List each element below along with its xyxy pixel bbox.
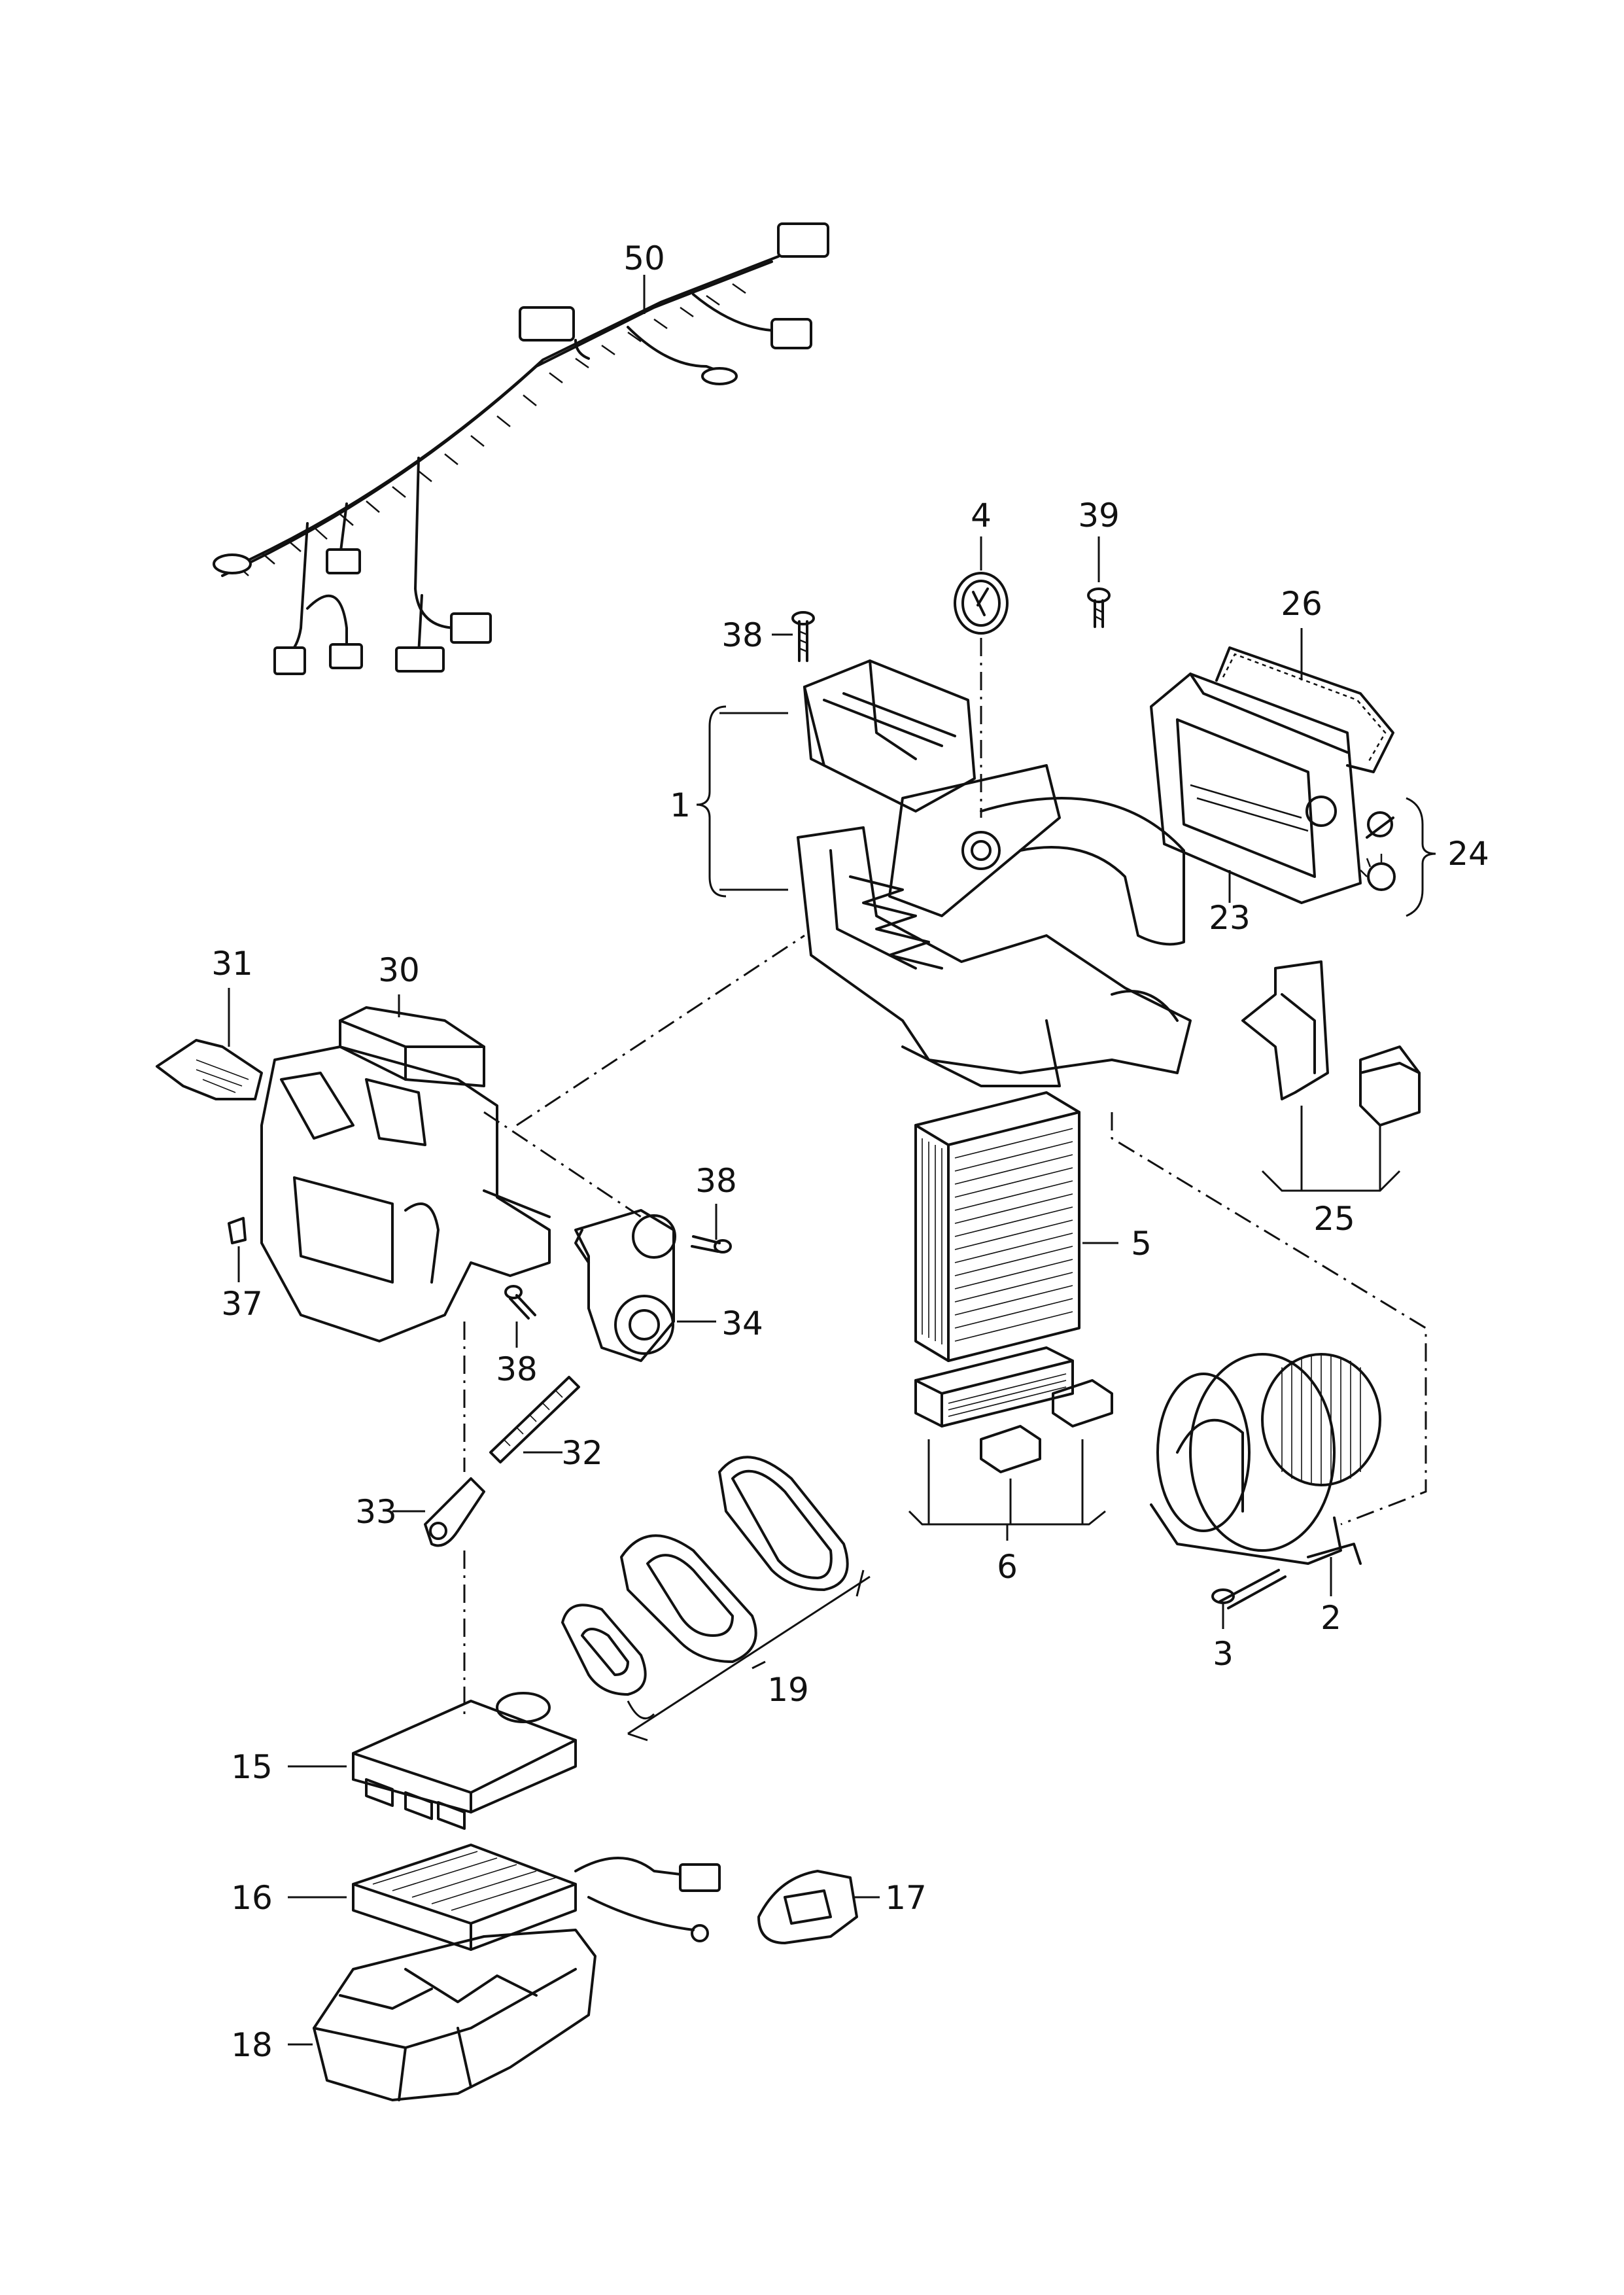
screw-3: 3	[1211, 1569, 1287, 1673]
callout-1: 1	[670, 786, 691, 824]
seal-26: 26	[1215, 585, 1394, 773]
callout-5: 5	[1131, 1225, 1152, 1263]
lever-33: 33	[355, 1477, 485, 1547]
callout-33: 33	[355, 1493, 397, 1531]
filter-5: 5	[914, 1091, 1152, 1362]
servo-34: 34	[574, 1209, 763, 1362]
ptc-heater-16: 16	[231, 1844, 721, 1951]
callout-39: 39	[1078, 497, 1120, 534]
gears-24: 24	[1360, 797, 1489, 917]
screw-38-right: 38	[691, 1162, 737, 1253]
callout-16: 16	[231, 1879, 273, 1917]
heater-box-30: 30	[260, 951, 551, 1342]
callout-19: 19	[767, 1671, 809, 1709]
lower-housing-18: 18	[231, 1929, 596, 2101]
callout-38-right: 38	[695, 1162, 737, 1200]
cap-4: 4	[954, 497, 1009, 818]
callout-50: 50	[623, 239, 665, 277]
distribution-housing-1: 1	[670, 659, 1192, 1087]
callout-37: 37	[221, 1285, 263, 1323]
clip-37: 37	[221, 1217, 263, 1323]
callout-17: 17	[885, 1879, 927, 1917]
callout-18: 18	[231, 2026, 273, 2064]
callout-23: 23	[1209, 899, 1251, 937]
bracket-31: 31	[156, 945, 263, 1100]
blower-2: 2	[1150, 1353, 1381, 1637]
callout-2: 2	[1321, 1599, 1341, 1637]
callout-15: 15	[231, 1748, 273, 1786]
callout-38-mid: 38	[496, 1350, 538, 1388]
screw-38-mid: 38	[496, 1285, 538, 1388]
link-rod-32: 32	[489, 1376, 603, 1472]
seals-19: 19	[561, 1456, 871, 1742]
heat-exchanger-15: 15	[231, 1692, 577, 1830]
filter-cover-6: 6	[908, 1346, 1113, 1586]
callout-32: 32	[561, 1434, 603, 1472]
callout-26: 26	[1281, 585, 1322, 623]
callout-38-top: 38	[721, 616, 763, 654]
flap-actuator-25: 25	[1241, 960, 1421, 1238]
callout-25: 25	[1313, 1200, 1355, 1238]
callout-31: 31	[211, 945, 253, 983]
screw-39: 39	[1078, 497, 1120, 628]
callout-3: 3	[1213, 1635, 1234, 1673]
screw-38-top: 38	[721, 611, 815, 662]
callout-6: 6	[997, 1548, 1018, 1586]
callout-4: 4	[971, 497, 992, 534]
alignment-lines	[463, 934, 1427, 1714]
frame-23: 23	[1150, 673, 1362, 937]
wiring-harness-50: 50	[213, 222, 829, 675]
callout-30: 30	[378, 951, 420, 989]
bracket-17: 17	[757, 1870, 927, 1944]
callout-24: 24	[1447, 835, 1489, 873]
callout-34: 34	[721, 1305, 763, 1342]
